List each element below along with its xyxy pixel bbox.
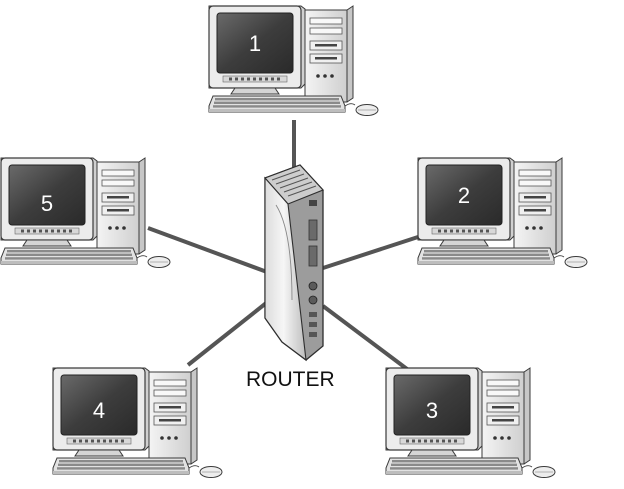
cable-5 [147, 226, 268, 274]
computer-label-1: 1 [249, 31, 261, 56]
cable-2 [322, 235, 419, 270]
computer-label-5: 5 [41, 191, 53, 216]
cables [147, 120, 419, 374]
cable-4 [186, 298, 272, 367]
computer-1: 1 [208, 5, 379, 117]
router [264, 164, 324, 362]
computer-3: 3 [385, 367, 556, 479]
computer-label-4: 4 [93, 398, 105, 423]
computer-label-2: 2 [458, 183, 470, 208]
cable-3 [321, 304, 413, 374]
computer-label-3: 3 [426, 398, 438, 423]
computer-2: 2 [417, 157, 588, 269]
router-label: ROUTER [246, 368, 335, 391]
computer-5: 5 [0, 157, 171, 269]
computer-4: 4 [52, 367, 223, 479]
